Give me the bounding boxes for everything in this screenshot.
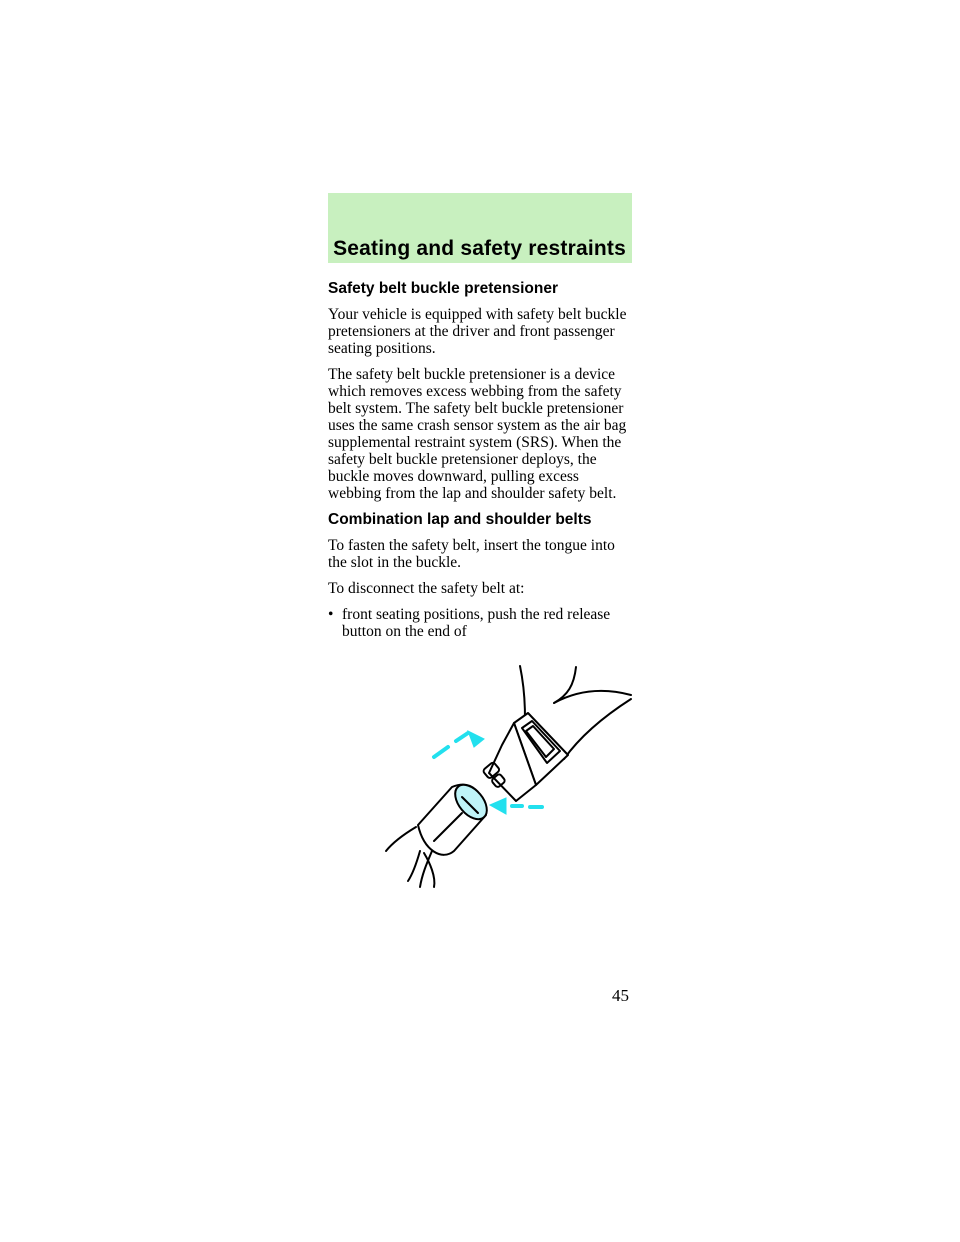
paragraph-fasten-instructions: To fasten the safety belt, insert the to… — [328, 537, 615, 571]
heading-buckle-pretensioner: Safety belt buckle pretensioner — [328, 280, 558, 297]
section-title: Seating and safety restraints — [333, 237, 626, 260]
section-header-band: Seating and safety restraints — [328, 193, 632, 263]
main-text-column: Safety belt buckle pretensioner Your veh… — [328, 280, 628, 640]
page-number: 45 — [612, 986, 629, 1005]
seatbelt-buckle-illustration — [385, 665, 632, 888]
bullet-icon: • — [328, 606, 334, 623]
list-item: • front seating positions, push the red … — [328, 606, 628, 640]
heading-lap-shoulder-belts: Combination lap and shoulder belts — [328, 511, 592, 528]
paragraph-pretensioner-description: The safety belt buckle pretensioner is a… — [328, 366, 627, 502]
paragraph-pretensioner-intro: Your vehicle is equipped with safety bel… — [328, 306, 627, 357]
bullet-text: front seating positions, push the red re… — [342, 606, 611, 640]
paragraph-disconnect-intro: To disconnect the safety belt at: — [328, 580, 525, 597]
